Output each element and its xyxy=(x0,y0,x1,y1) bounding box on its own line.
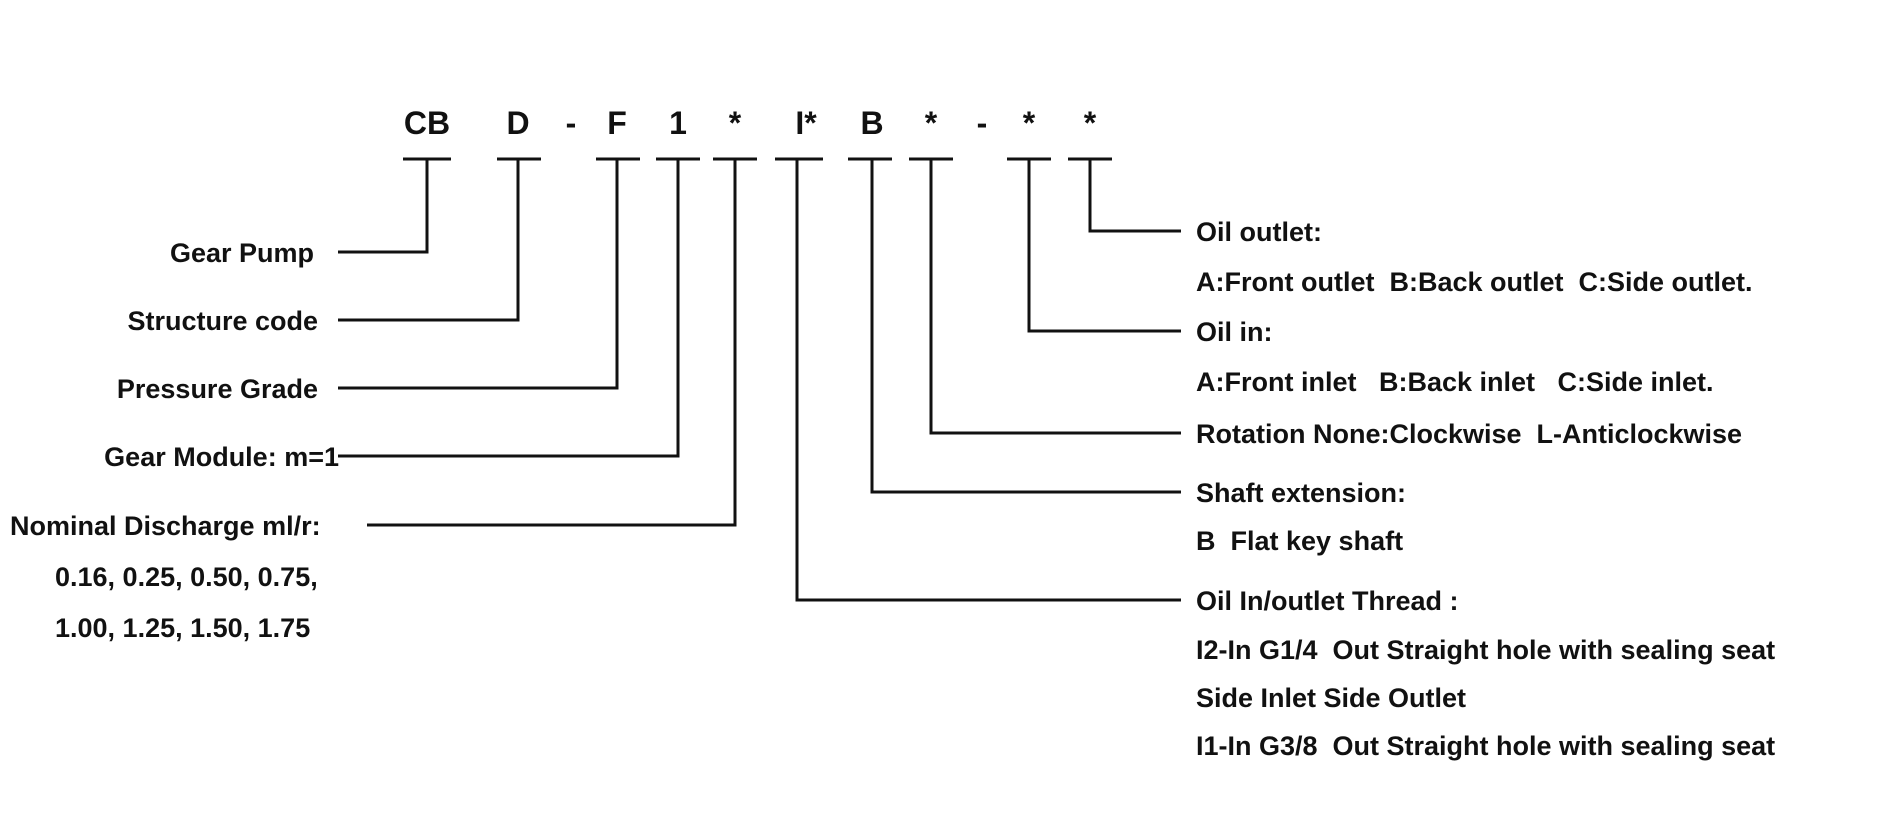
code-separator-1: - xyxy=(566,105,577,141)
code-segment-d: D xyxy=(506,105,529,141)
label-thread-i2: I2-In G1/4 Out Straight hole with sealin… xyxy=(1196,635,1775,665)
code-segment-shaft: B xyxy=(860,105,883,141)
label-oil-outlet-options: A:Front outlet B:Back outlet C:Side outl… xyxy=(1196,267,1752,297)
label-nominal-discharge: Nominal Discharge ml/r: xyxy=(10,511,321,541)
leader-lines-right xyxy=(795,159,1181,602)
label-structure-code: Structure code xyxy=(127,306,318,336)
label-thread-i1: I1-In G3/8 Out Straight hole with sealin… xyxy=(1196,731,1775,761)
code-segment-oil-in: * xyxy=(1023,105,1036,141)
leader-oil-outlet xyxy=(1088,159,1181,233)
label-pressure-grade: Pressure Grade xyxy=(117,374,318,404)
label-shaft-extension: Shaft extension: xyxy=(1196,478,1406,508)
code-segment-discharge: * xyxy=(729,105,742,141)
label-oil-in-options: A:Front inlet B:Back inlet C:Side inlet. xyxy=(1196,367,1714,397)
left-labels: Gear Pump Structure code Pressure Grade … xyxy=(10,238,339,643)
leader-lines-left xyxy=(338,159,737,527)
label-thread-side: Side Inlet Side Outlet xyxy=(1196,683,1466,713)
code-segment-module: 1 xyxy=(669,105,687,141)
code-segment-f: F xyxy=(607,105,627,141)
label-gear-module: Gear Module: m=1 xyxy=(104,442,339,472)
label-rotation: Rotation None:Clockwise L-Anticlockwise xyxy=(1196,419,1742,449)
leader-nominal-discharge xyxy=(367,159,737,527)
label-discharge-values-1: 0.16, 0.25, 0.50, 0.75, xyxy=(55,562,318,592)
code-segment-cb: CB xyxy=(404,105,450,141)
label-oil-outlet: Oil outlet: xyxy=(1196,217,1322,247)
leader-gear-module xyxy=(338,159,680,458)
leader-pressure-grade xyxy=(338,159,619,390)
code-segment-thread: I* xyxy=(795,105,817,141)
leader-oil-in xyxy=(1027,159,1181,333)
right-labels: Oil outlet: A:Front outlet B:Back outlet… xyxy=(1196,217,1775,761)
label-discharge-values-2: 1.00, 1.25, 1.50, 1.75 xyxy=(55,613,310,643)
leader-rotation xyxy=(929,159,1181,435)
leader-gear-pump xyxy=(338,159,429,254)
label-thread: Oil In/outlet Thread : xyxy=(1196,586,1459,616)
code-separator-2: - xyxy=(977,105,988,141)
model-code: CB D - F 1 * I* B * - * * xyxy=(404,105,1097,141)
label-oil-in: Oil in: xyxy=(1196,317,1273,347)
code-segment-rotation: * xyxy=(925,105,938,141)
label-shaft-option: B Flat key shaft xyxy=(1196,526,1403,556)
leader-shaft xyxy=(870,159,1181,494)
leader-thread xyxy=(795,159,1181,602)
leader-structure-code xyxy=(338,159,520,322)
label-gear-pump: Gear Pump xyxy=(170,238,314,268)
code-segment-oil-outlet: * xyxy=(1084,105,1097,141)
